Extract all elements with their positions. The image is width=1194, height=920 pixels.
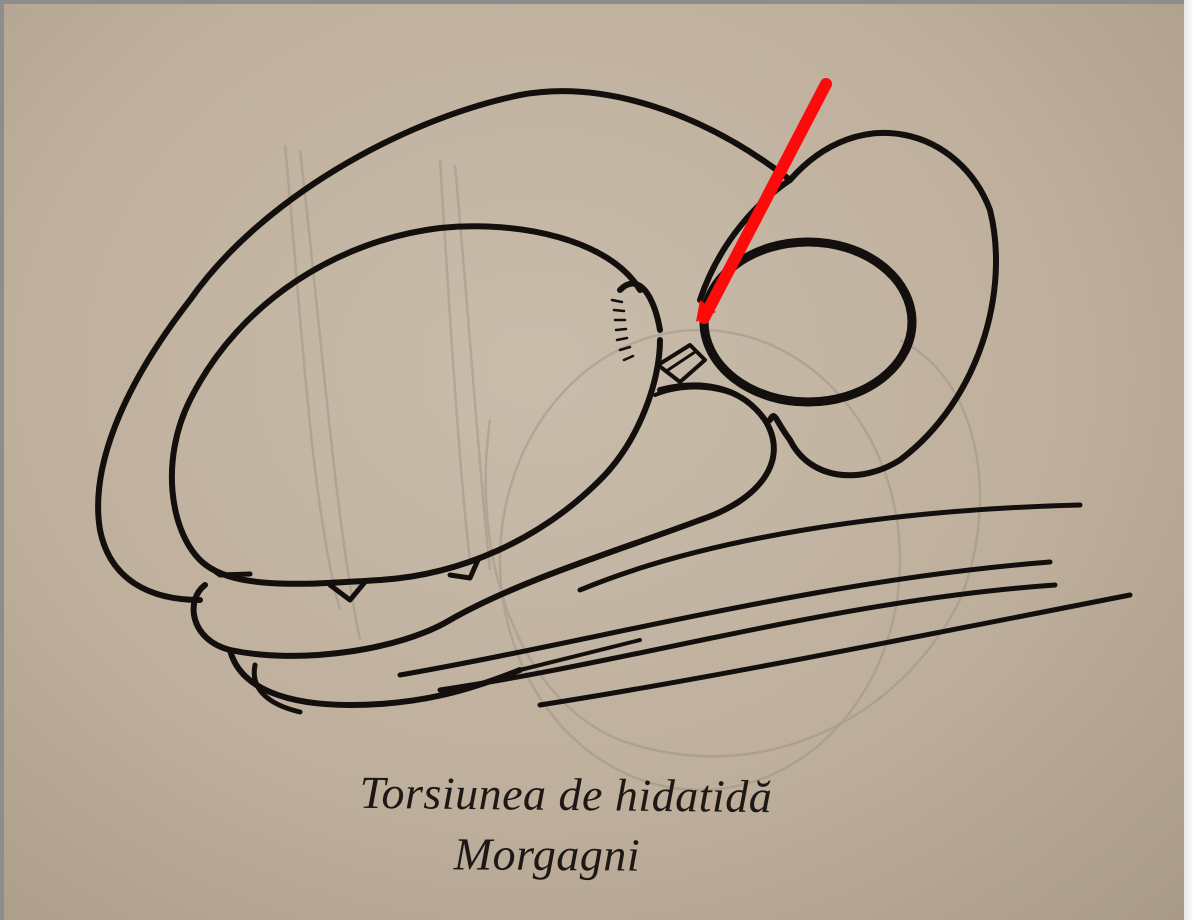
frame-edge-right bbox=[1184, 0, 1194, 920]
red-pointer-arrow-icon bbox=[696, 84, 826, 322]
bleed-through-drawing bbox=[285, 145, 980, 790]
testis-outline bbox=[98, 91, 1130, 712]
caption-subtitle: Morgagni bbox=[0, 824, 1139, 885]
